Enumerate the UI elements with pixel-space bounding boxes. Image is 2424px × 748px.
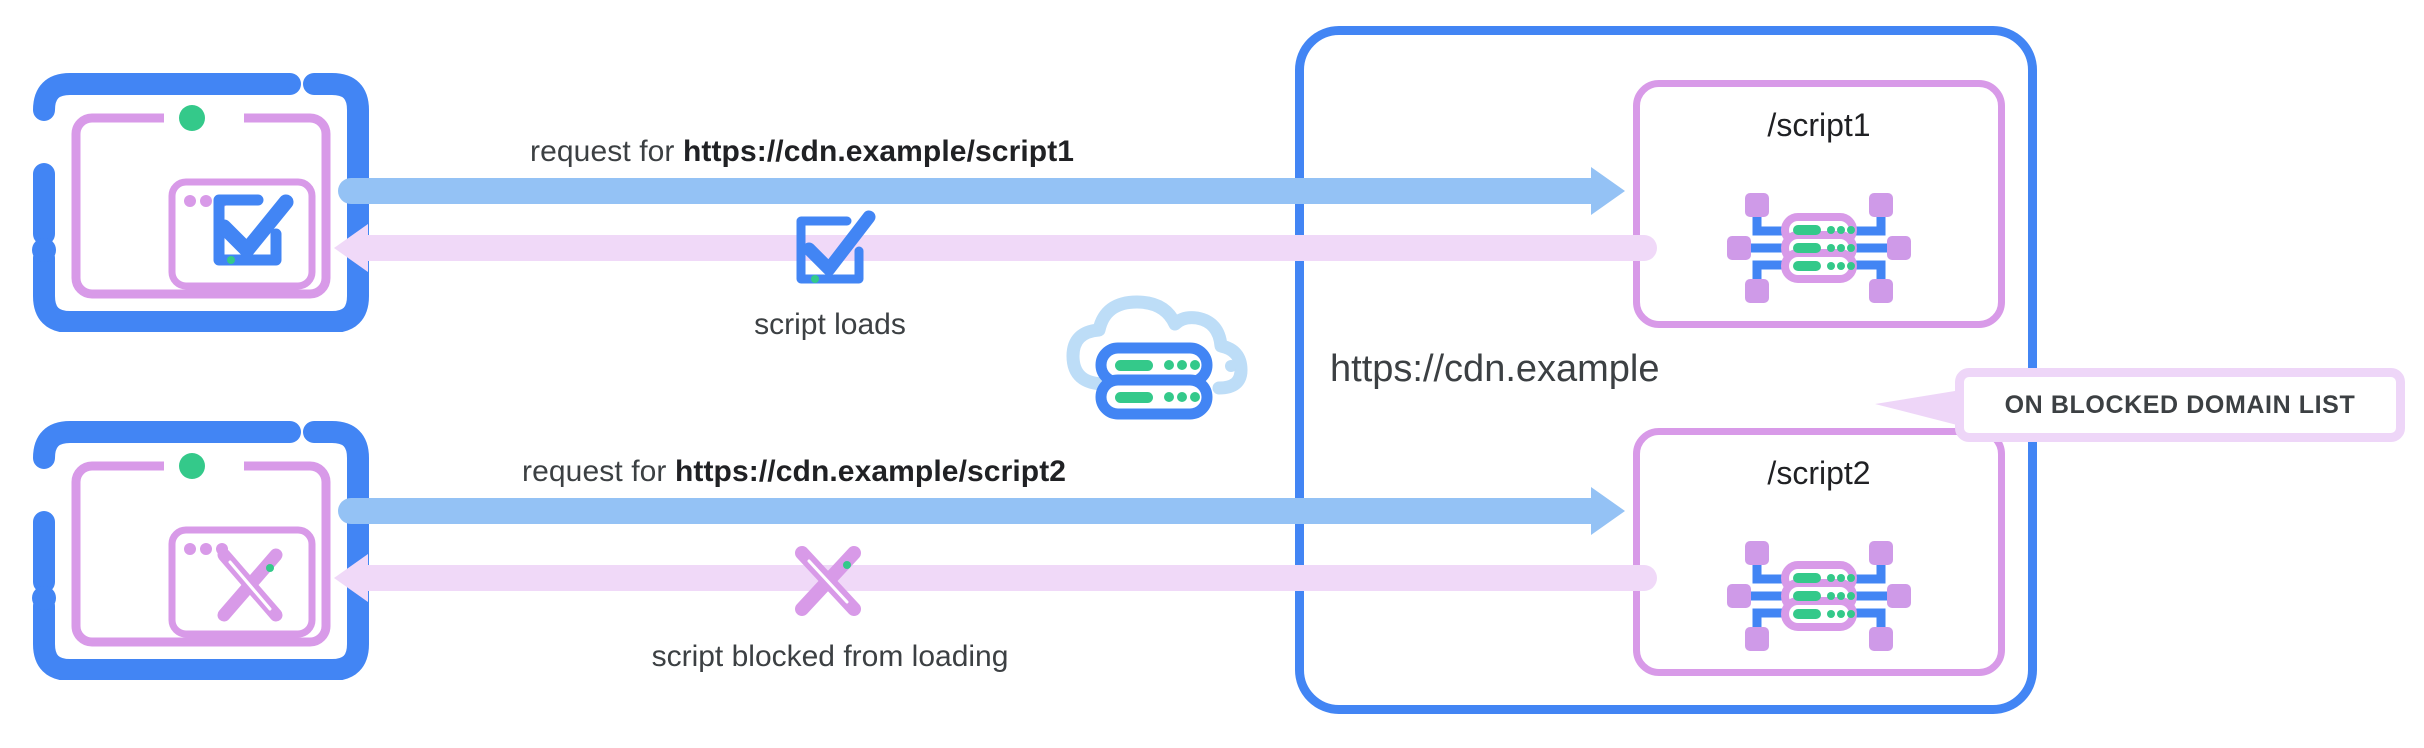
result-caption-script1: script loads: [754, 308, 906, 341]
request-url: https://cdn.example/script1: [682, 135, 1075, 168]
server-network-icon: [1719, 183, 1919, 318]
checkmark-box-icon: [785, 205, 877, 302]
request-label-script1: request for https://cdn.example/script1: [530, 135, 1074, 169]
script1-title: /script1: [1767, 107, 1871, 143]
tooltip-label: ON BLOCKED DOMAIN LIST: [2004, 390, 2356, 419]
tooltip-tail: [1875, 390, 1961, 426]
result-caption-script2: script blocked from loading: [651, 640, 1009, 673]
cross-icon: [782, 535, 874, 632]
script2-title: /script2: [1767, 455, 1871, 491]
blocked-domain-tooltip: ON BLOCKED DOMAIN LIST: [1875, 368, 2405, 442]
laptop-cross-icon: [6, 410, 386, 708]
cloud-server-icon: [1063, 288, 1253, 433]
tooltip-bubble: ON BLOCKED DOMAIN LIST: [1955, 368, 2405, 442]
request-prefix: request for: [530, 135, 683, 168]
server-network-icon: [1719, 531, 1919, 666]
cdn-domain-label: https://cdn.example: [1330, 348, 1660, 390]
request-prefix: request for: [522, 455, 675, 488]
laptop-checkmark-icon: [6, 62, 386, 360]
request-label-script2: request for https://cdn.example/script2: [522, 455, 1066, 489]
request-url: https://cdn.example/script2: [674, 455, 1067, 488]
script2-box: /script2: [1633, 428, 2005, 676]
script1-box: /script1: [1633, 80, 2005, 328]
